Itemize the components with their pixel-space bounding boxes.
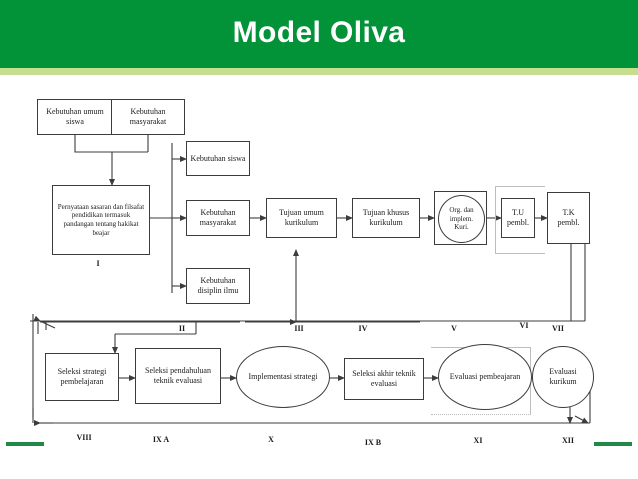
page-title: Model Oliva bbox=[232, 16, 406, 49]
connector-layer bbox=[30, 135, 591, 426]
highlight-bracket-tu-pembl bbox=[495, 186, 545, 254]
node-label: Seleksi pendahuluan teknik evaluasi bbox=[145, 366, 211, 385]
node-seleksi-akhir-teknik-evaluasi[interactable]: Seleksi akhir teknik evaluasi bbox=[344, 358, 424, 400]
node-label: Tujuan umum kurikulum bbox=[279, 208, 324, 227]
stage-label-i: I bbox=[96, 259, 100, 268]
node-implementasi-strategi[interactable]: Implementasi strategi bbox=[236, 346, 330, 408]
node-label: Kebutuhan umum siswa bbox=[46, 107, 104, 126]
node-kebutuhan-umum-siswa[interactable]: Kebutuhan umum siswa bbox=[37, 99, 113, 135]
node-org-dan-implem-kuri-circle: Org. dan implem. Kuri. bbox=[438, 195, 485, 243]
node-tujuan-khusus-kurikulum[interactable]: Tujuan khusus kurikulum bbox=[352, 198, 420, 238]
stage-label-vi: VI bbox=[519, 321, 529, 330]
stage-label-iv: IV bbox=[358, 324, 368, 333]
node-label: Evaluasi kurikum bbox=[549, 367, 577, 386]
stage-label-viii: VIII bbox=[76, 433, 92, 442]
stage-label-ixb: IX B bbox=[364, 438, 382, 447]
node-tu-pembl[interactable]: T.U pembl. bbox=[501, 198, 535, 238]
node-kebutuhan-masyarakat-top[interactable]: Kebutuhan masyarakat bbox=[111, 99, 185, 135]
node-label: Seleksi strategi pembelajaran bbox=[57, 367, 107, 386]
title-bar-accent-stripe bbox=[0, 68, 638, 75]
title-bar bbox=[0, 0, 638, 68]
stage-label-v: V bbox=[451, 324, 457, 333]
node-label: Seleksi akhir teknik evaluasi bbox=[352, 369, 416, 388]
accent-dash-bottom-right bbox=[594, 442, 632, 446]
node-evaluasi-pembeajaran[interactable]: Evaluasi pembeajaran bbox=[438, 344, 532, 410]
node-kebutuhan-disiplin-ilmu[interactable]: Kebutuhan disiplin ilmu bbox=[186, 268, 250, 304]
node-label: Tujuan khusus kurikulum bbox=[362, 208, 410, 227]
node-label: Evaluasi pembeajaran bbox=[449, 372, 521, 382]
node-seleksi-strategi-pembelajaran[interactable]: Seleksi strategi pembelajaran bbox=[45, 353, 119, 401]
stage-label-xii: XII bbox=[561, 436, 574, 445]
stage-label-xi: XI bbox=[473, 436, 483, 445]
stage-label-iii: III bbox=[294, 324, 304, 333]
stage-label-vii: VII bbox=[551, 324, 564, 333]
node-label: Implementasi strategi bbox=[248, 372, 318, 382]
node-label: Org. dan implem. Kuri. bbox=[449, 206, 474, 232]
node-kebutuhan-masyarakat-mid[interactable]: Kebutuhan masyarakat bbox=[186, 200, 250, 236]
accent-dash-bottom-left bbox=[6, 442, 44, 446]
node-label: T.K pembl. bbox=[557, 208, 580, 227]
node-kebutuhan-siswa[interactable]: Kebutuhan siswa bbox=[186, 141, 250, 176]
node-evaluasi-kurikum[interactable]: Evaluasi kurikum bbox=[532, 346, 594, 408]
node-tujuan-umum-kurikulum[interactable]: Tujuan umum kurikulum bbox=[266, 198, 337, 238]
node-seleksi-pendahuluan-teknik-evaluasi[interactable]: Seleksi pendahuluan teknik evaluasi bbox=[135, 348, 221, 404]
oliva-model-flowchart: Kebutuhan umum siswa Kebutuhan masyaraka… bbox=[0, 78, 638, 458]
stage-label-x: X bbox=[268, 435, 274, 444]
node-label: Kebutuhan siswa bbox=[190, 153, 246, 163]
node-org-dan-implem-kuri[interactable]: Org. dan implem. Kuri. bbox=[434, 191, 487, 245]
node-label: Kebutuhan masyarakat bbox=[199, 208, 237, 227]
node-label: T.U pembl. bbox=[507, 208, 529, 227]
node-label: Kebutuhan masyarakat bbox=[129, 107, 167, 126]
node-tk-pembl[interactable]: T.K pembl. bbox=[547, 192, 590, 244]
node-label: Kebutuhan disiplin ilmu bbox=[197, 276, 239, 295]
stage-label-ixa: IX A bbox=[152, 435, 170, 444]
node-pernyataan-sasaran-filsafat[interactable]: Pernyataan sasaran dan filsafat pendidik… bbox=[52, 185, 150, 255]
node-label: Pernyataan sasaran dan filsafat pendidik… bbox=[57, 202, 145, 237]
stage-label-ii: II bbox=[178, 324, 186, 333]
